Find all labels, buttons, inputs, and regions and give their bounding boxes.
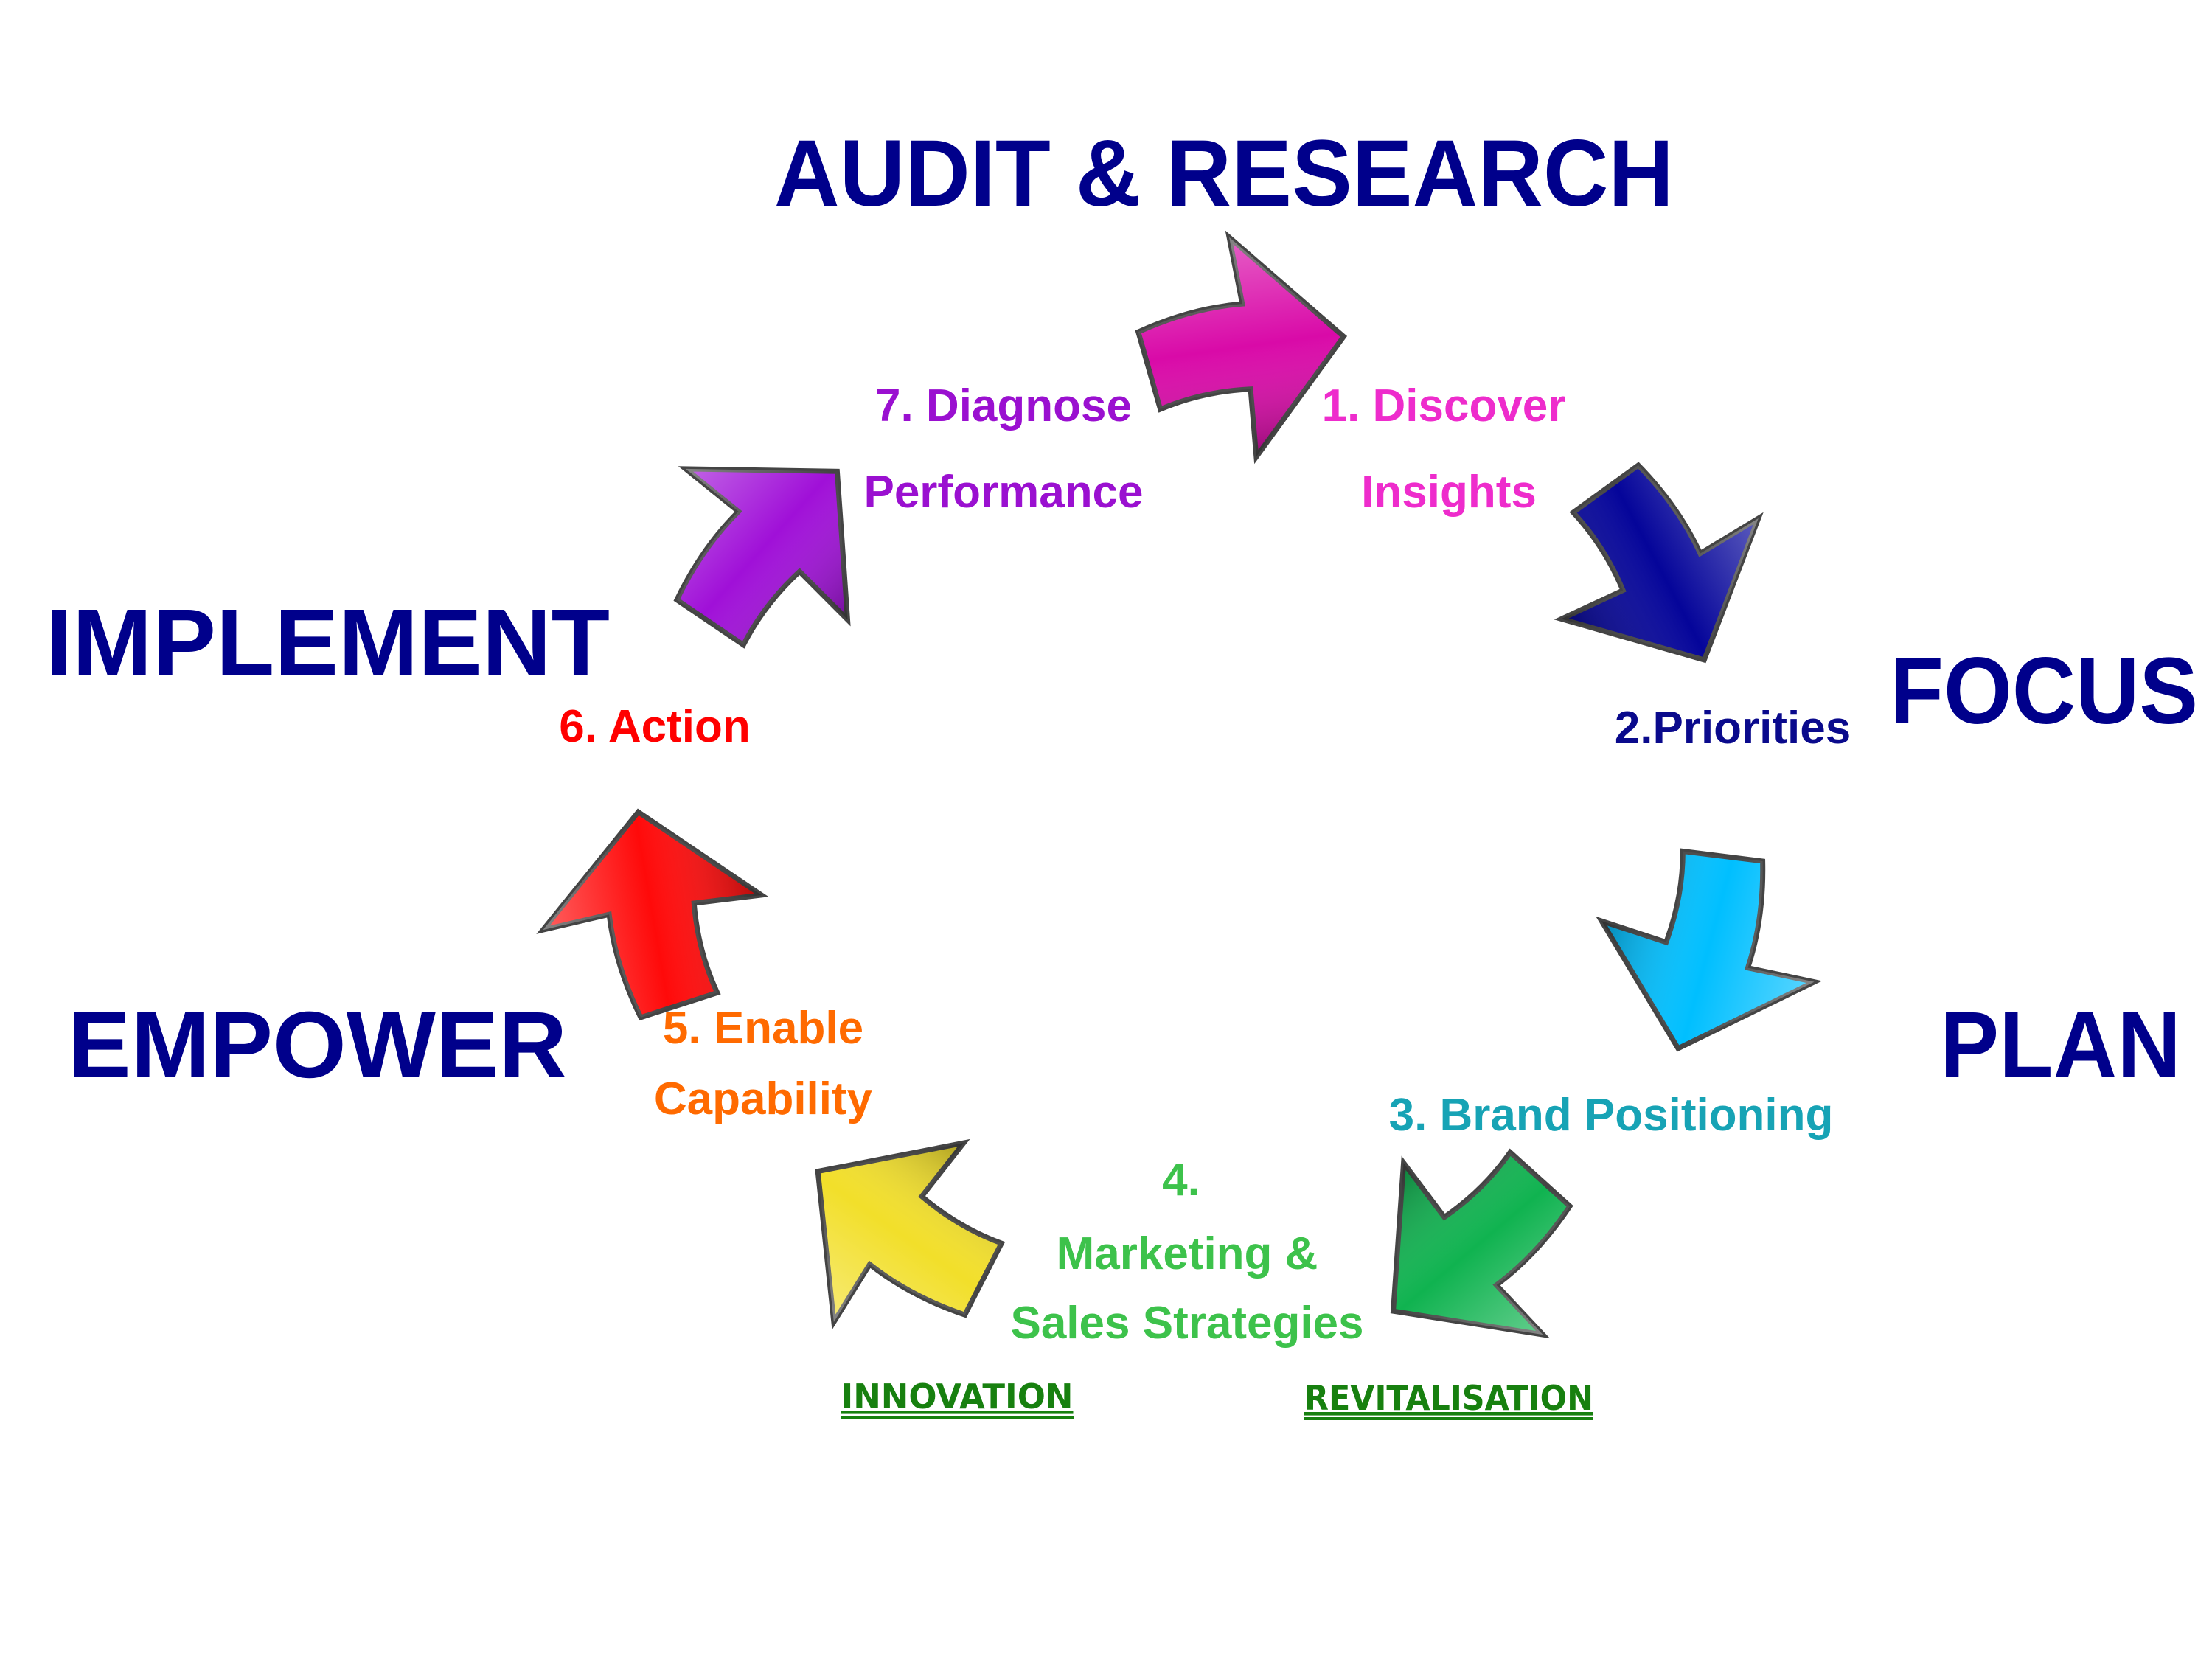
arrow-right-icon bbox=[1135, 230, 1348, 465]
arrow-up-left-icon bbox=[815, 1138, 1006, 1330]
step-4-line-2: Marketing & bbox=[1057, 1228, 1318, 1279]
tag-revitalisation: REVITALISATION bbox=[1304, 1378, 1593, 1418]
heading-plan: PLAN bbox=[1940, 992, 2181, 1098]
step-5-line-1: 5. Enable bbox=[663, 1003, 863, 1054]
arrow-up-right-icon bbox=[673, 466, 851, 649]
tag-innovation: INNOVATION bbox=[841, 1377, 1074, 1416]
step-1-line-2: Insights bbox=[1361, 467, 1537, 518]
arrow-bevel bbox=[1561, 465, 1759, 660]
step-3-line-1: 3. Brand Positioning bbox=[1389, 1090, 1834, 1141]
step-7-label: 7. Diagnose Performance bbox=[863, 380, 1143, 518]
arrow-down-left-icon bbox=[1390, 1148, 1573, 1339]
step-5-line-2: Capability bbox=[654, 1074, 873, 1124]
step-6-line-1: 6. Action bbox=[559, 701, 751, 752]
heading-empower: EMPOWER bbox=[68, 992, 567, 1098]
step-7-line-2: Performance bbox=[863, 467, 1143, 518]
arrow-bevel bbox=[543, 812, 762, 1018]
arrow-up-icon bbox=[536, 808, 769, 1021]
step-4-label: 4. Marketing & Sales Strategies bbox=[1010, 1155, 1363, 1349]
arrow-down-icon bbox=[1596, 848, 1823, 1052]
arrow-bevel bbox=[1393, 1152, 1571, 1335]
step-3-label: 3. Brand Positioning bbox=[1389, 1090, 1834, 1141]
step-5-label: 5. Enable Capability bbox=[654, 1003, 873, 1124]
step-4-line-1: 4. bbox=[1162, 1155, 1200, 1206]
step-6-label: 6. Action bbox=[559, 701, 751, 752]
heading-implement: IMPLEMENT bbox=[46, 590, 610, 695]
step-7-line-1: 7. Diagnose bbox=[875, 380, 1132, 431]
arrow-bevel bbox=[818, 1143, 1002, 1323]
step-2-line-1: 2.Priorities bbox=[1615, 703, 1851, 754]
arrow-bevel bbox=[676, 468, 848, 645]
arrow-bevel bbox=[1138, 237, 1344, 457]
step-4-line-3: Sales Strategies bbox=[1010, 1298, 1363, 1349]
step-1-label: 1. Discover Insights bbox=[1322, 380, 1566, 518]
step-1-line-1: 1. Discover bbox=[1322, 380, 1566, 431]
step-2-label: 2.Priorities bbox=[1615, 703, 1851, 754]
heading-focus: FOCUS bbox=[1890, 639, 2198, 744]
heading-audit-research: AUDIT & RESEARCH bbox=[774, 121, 1674, 226]
arrow-bevel bbox=[1601, 851, 1815, 1048]
arrow-down-right-icon bbox=[1554, 462, 1764, 664]
